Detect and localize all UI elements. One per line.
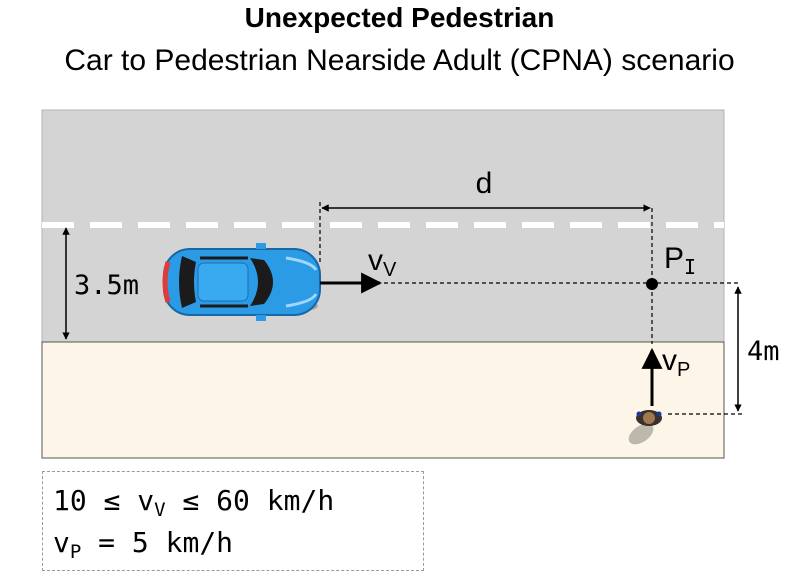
pedestrian-velocity-label: vP (662, 344, 690, 381)
parameter-box: 10 ≤ vV ≤ 60 km/h vP = 5 km/h (42, 471, 424, 571)
impact-point-label: PI (664, 242, 696, 279)
distance-label: d (476, 167, 493, 200)
lane-offset-label: 3.5m (74, 270, 139, 301)
pedestrian-distance-label: 4m (747, 336, 780, 367)
diagram-subtitle: Car to Pedestrian Nearside Adult (CPNA) … (64, 44, 735, 77)
sidewalk (41, 341, 725, 459)
car-top-view-icon (162, 243, 321, 321)
diagram-title: Unexpected Pedestrian (244, 2, 555, 33)
pedestrian-top-view-icon (628, 410, 662, 445)
vehicle-velocity-label: vV (368, 244, 397, 281)
pedestrian-speed: vP = 5 km/h (53, 526, 234, 563)
vehicle-speed-range: 10 ≤ vV ≤ 60 km/h (53, 484, 335, 521)
impact-point (646, 278, 658, 290)
